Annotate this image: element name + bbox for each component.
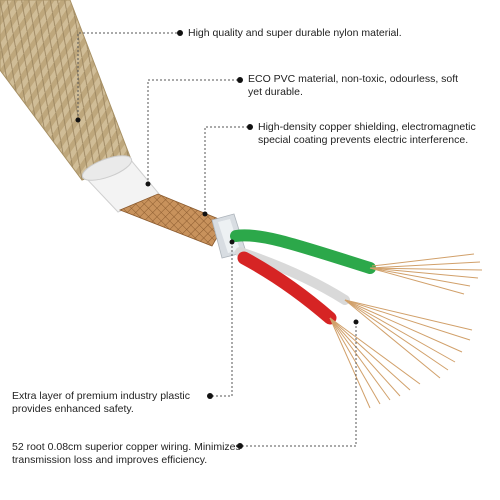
callout-copper-wiring-line-1: 52 root 0.08cm superior copper wiring. M… (12, 441, 241, 453)
callout-pvc: ECO PVC material, non-toxic, odourless, … (248, 73, 458, 99)
insulated-wires (230, 229, 376, 325)
callout-nylon: High quality and super durable nylon mat… (188, 27, 402, 40)
callout-pvc-line-1: ECO PVC material, non-toxic, odourless, … (248, 73, 459, 85)
callout-nylon-line-1: High quality and super durable nylon mat… (188, 27, 402, 39)
callout-copper-wiring: 52 root 0.08cm superior copper wiring. M… (12, 441, 241, 467)
leader-dots (75, 30, 359, 449)
callout-shielding: High-density copper shielding, electroma… (258, 121, 476, 147)
callout-shielding-line-2: special coating prevents electric interf… (258, 134, 469, 146)
leader-lines (77, 32, 357, 447)
callout-plastic-line-2: provides enhanced safety. (12, 403, 134, 415)
callout-pvc-line-2: yet durable. (248, 86, 303, 98)
copper-strands (329, 253, 483, 409)
nylon-jacket (0, 0, 133, 181)
callout-shielding-line-1: High-density copper shielding, electroma… (258, 121, 476, 133)
callout-plastic: Extra layer of premium industry plastic … (12, 390, 190, 416)
callout-copper-wiring-line-2: transmission loss and improves efficienc… (12, 454, 208, 466)
callout-plastic-line-1: Extra layer of premium industry plastic (12, 390, 190, 402)
